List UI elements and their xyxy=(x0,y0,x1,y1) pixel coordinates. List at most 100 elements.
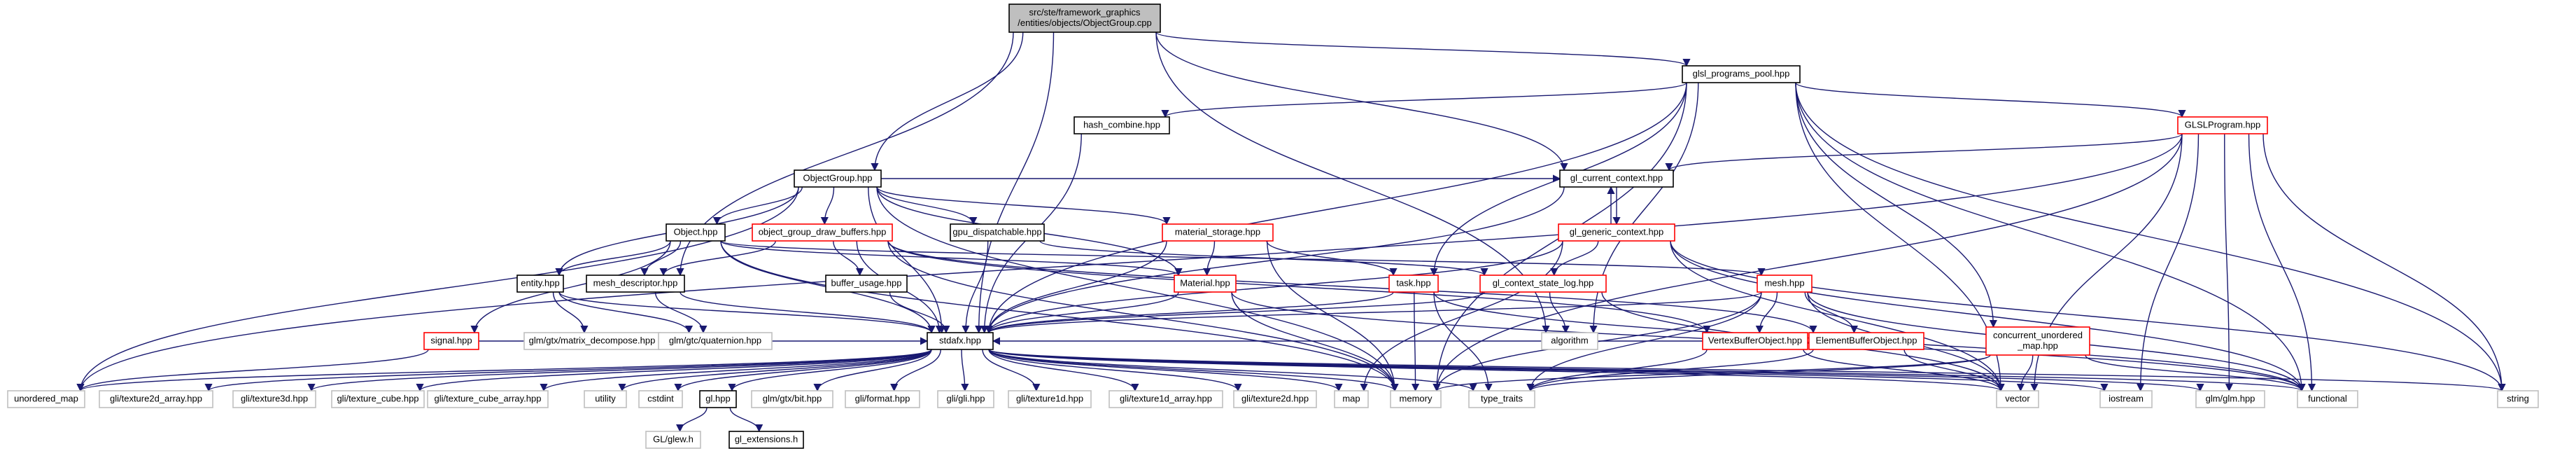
edge-line xyxy=(1266,240,1398,277)
edge-line xyxy=(1039,240,1488,277)
edge-line xyxy=(887,240,1399,392)
node-box xyxy=(1388,275,1439,293)
node-box xyxy=(937,390,994,408)
edge-task-to-stdafx xyxy=(985,291,1394,334)
edge-ObjectGroup-to-material-storage xyxy=(876,186,1171,225)
edge-Material-to-stdafx xyxy=(985,291,1179,334)
edge-line xyxy=(1203,240,1216,277)
edge-stdafx-to-string xyxy=(988,349,2505,392)
node-label: mesh_descriptor.hpp xyxy=(593,277,678,288)
node-gl-extensions[interactable]: gl_extensions.h xyxy=(729,431,804,449)
node-gl-hpp[interactable]: gl.hpp xyxy=(699,390,737,408)
node-label: gpu_dispatchable.hpp xyxy=(952,226,1041,237)
edge-gl-generic-context-to-vector xyxy=(1670,240,2005,392)
node-box xyxy=(423,332,479,350)
edge-object-group-draw-buffers-to-memory xyxy=(887,240,1399,392)
node-label: object_group_draw_buffers.hpp xyxy=(759,226,887,237)
node-stdafx[interactable]: stdafx.hpp xyxy=(927,332,994,350)
edge-gl-generic-context-to-string xyxy=(1670,240,2506,392)
node-label: /entities/objects/ObjectGroup.cpp xyxy=(1018,18,1152,28)
edge-object-group-draw-buffers-to-buffer-usage xyxy=(833,240,864,277)
node-root[interactable]: src/ste/framework_graphics/entities/obje… xyxy=(1008,4,1161,33)
node-glsl-programs-pool[interactable]: glsl_programs_pool.hpp xyxy=(1682,65,1801,83)
node-Object[interactable]: Object.hpp xyxy=(666,223,726,242)
node-label: src/ste/framework_graphics xyxy=(1029,7,1141,18)
edge-line xyxy=(890,349,941,392)
node-label: glsl_programs_pool.hpp xyxy=(1693,68,1790,78)
edge-ObjectGroup-to-stdafx xyxy=(868,186,946,334)
node-task[interactable]: task.hpp xyxy=(1388,275,1439,293)
edge-ObjectGroup-to-object-group-draw-buffers xyxy=(820,186,835,225)
edge-line xyxy=(76,349,429,392)
node-object-group-draw-buffers[interactable]: object_group_draw_buffers.hpp xyxy=(752,223,893,242)
node-gpu-dispatchable[interactable]: gpu_dispatchable.hpp xyxy=(950,223,1045,242)
node-ElementBufferObject[interactable]: ElementBufferObject.hpp xyxy=(1808,332,1924,350)
edge-Object-to-Material xyxy=(720,240,1183,277)
node-concurrent-unordered-map[interactable]: concurrent_unordered_map.hpp xyxy=(1985,326,2090,356)
edge-line xyxy=(76,349,932,392)
node-label: signal.hpp xyxy=(430,335,472,345)
edge-glsl-programs-pool-to-algorithm xyxy=(1589,82,1699,334)
edge-line xyxy=(962,240,989,334)
node-box xyxy=(2297,390,2358,408)
node-GLSLProgram[interactable]: GLSLProgram.hpp xyxy=(2177,116,2268,134)
node-label: glm/gtc/quaternion.hpp xyxy=(669,335,761,345)
node-gli-texture3d: gli/texture3d.hpp xyxy=(232,390,316,408)
edge-line xyxy=(720,240,1399,392)
node-memory: memory xyxy=(1390,390,1442,408)
edge-stdafx-to-gli-texture-cube-array xyxy=(540,349,932,392)
edge-gpu-dispatchable-to-gl-context-state-log xyxy=(1039,240,1488,277)
edge-root-to-ObjectGroup xyxy=(871,32,1024,172)
node-box xyxy=(845,390,920,408)
node-gl-current-context[interactable]: gl_current_context.hpp xyxy=(1559,169,1674,188)
node-buffer-usage[interactable]: buffer_usage.hpp xyxy=(825,275,908,293)
edge-GLSLProgram-to-string xyxy=(2262,133,2506,392)
node-gli-texture-cube-array: gli/texture_cube_array.hpp xyxy=(427,390,549,408)
edge-material-storage-to-task xyxy=(1266,240,1398,277)
edge-line xyxy=(876,186,1171,225)
nodes-layer: src/ste/framework_graphics/entities/obje… xyxy=(7,4,2539,449)
node-mesh[interactable]: mesh.hpp xyxy=(1757,275,1813,293)
node-label: glm/gtx/matrix_decompose.hpp xyxy=(529,335,656,345)
node-ObjectGroup[interactable]: ObjectGroup.hpp xyxy=(794,169,882,188)
edge-line xyxy=(1755,291,1778,334)
node-material-storage[interactable]: material_storage.hpp xyxy=(1162,223,1274,242)
node-box xyxy=(1074,116,1170,134)
node-entity[interactable]: entity.hpp xyxy=(516,275,564,293)
node-hash-combine[interactable]: hash_combine.hpp xyxy=(1074,116,1170,134)
node-label: ElementBufferObject.hpp xyxy=(1815,335,1917,345)
edge-line xyxy=(558,291,694,334)
node-label: GLSLProgram.hpp xyxy=(2185,119,2260,130)
edge-line xyxy=(2085,354,2306,392)
edge-line xyxy=(988,349,1242,392)
edge-stdafx-to-vector xyxy=(988,349,2005,392)
node-gl-generic-context[interactable]: gl_generic_context.hpp xyxy=(1558,223,1675,242)
node-label: cstdint xyxy=(647,393,674,403)
edge-material-storage-to-memory xyxy=(1267,240,1399,392)
node-label: iostream xyxy=(2109,393,2144,403)
node-label: gli/texture1d_array.hpp xyxy=(1120,393,1212,403)
edge-glsl-programs-pool-to-hash-combine xyxy=(1161,82,1687,118)
edge-line xyxy=(985,291,1762,334)
node-label: utility xyxy=(595,393,616,403)
node-box xyxy=(699,390,737,408)
node-label: Object.hpp xyxy=(674,226,718,237)
edge-mesh-to-VertexBufferObject xyxy=(1755,291,1778,334)
edge-line xyxy=(416,349,932,392)
node-box xyxy=(331,390,425,408)
node-gl-context-state-log[interactable]: gl_context_state_log.hpp xyxy=(1479,275,1607,293)
node-glm-bit: glm/gtx/bit.hpp xyxy=(751,390,833,408)
node-mesh-descriptor[interactable]: mesh_descriptor.hpp xyxy=(586,275,685,293)
node-label: gli/texture2d_array.hpp xyxy=(110,393,202,403)
edge-stdafx-to-glm-bit xyxy=(813,349,932,392)
edge-line xyxy=(1161,82,1687,118)
node-box xyxy=(752,223,893,242)
edge-gl-current-context-to-stdafx xyxy=(985,186,1565,334)
node-signal[interactable]: signal.hpp xyxy=(423,332,479,350)
node-Material[interactable]: Material.hpp xyxy=(1174,275,1237,293)
edge-stdafx-to-gli-texture2d-array xyxy=(204,349,932,392)
edge-GLSLProgram-to-gl-current-context xyxy=(1665,133,2183,172)
node-box xyxy=(729,431,804,449)
node-VertexBufferObject[interactable]: VertexBufferObject.hpp xyxy=(1702,332,1808,350)
